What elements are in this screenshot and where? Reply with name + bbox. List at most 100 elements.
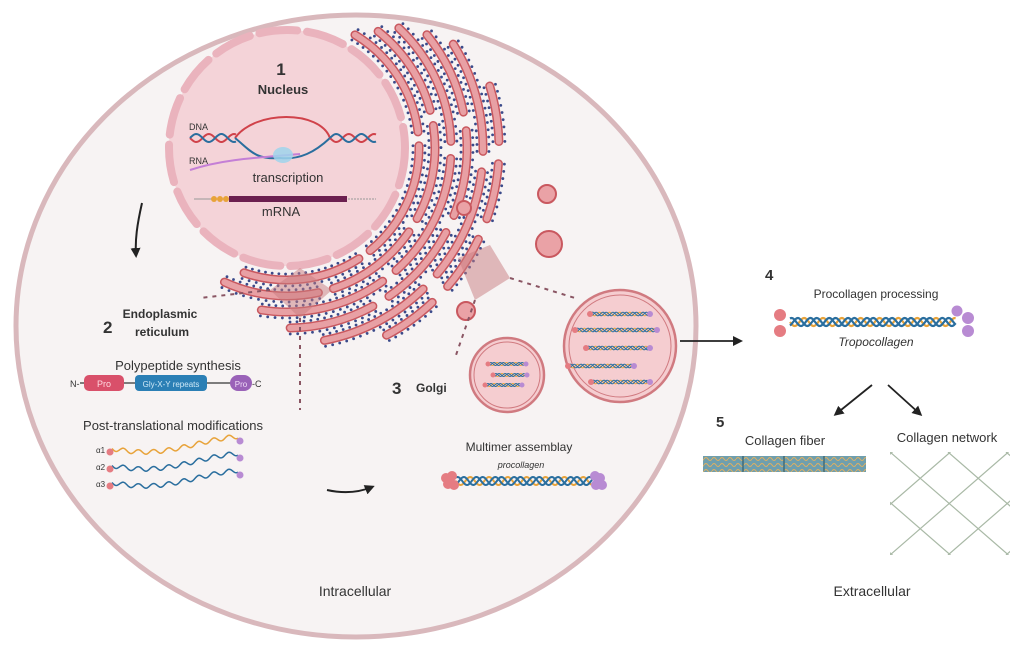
ribosome (367, 318, 371, 321)
ribosome (496, 89, 499, 93)
ribosome (378, 39, 382, 43)
arrow-nucleus-to-er (130, 202, 143, 258)
ribosome (345, 339, 349, 343)
ribosome (371, 54, 375, 58)
ribosome (407, 240, 411, 243)
ribosome (464, 95, 468, 98)
ribosome (473, 71, 477, 75)
ribosome (423, 158, 426, 162)
ribosome (453, 67, 457, 71)
ribosome (415, 301, 418, 305)
ribosome (453, 117, 456, 121)
arrow-er-to-golgi (326, 485, 375, 495)
ribosome (405, 250, 408, 253)
ribosome (457, 228, 460, 232)
ribosome (434, 184, 438, 188)
ribosome (436, 60, 440, 63)
ribosome (414, 194, 418, 198)
ribosome (398, 232, 402, 236)
ribosome (434, 93, 438, 97)
ribosome (439, 146, 443, 149)
ribosome (432, 191, 436, 195)
rna-label: RNA (189, 156, 208, 166)
ribosome (423, 78, 427, 82)
ribosome (453, 192, 457, 195)
ribosome (396, 86, 400, 90)
ribosome (438, 130, 442, 134)
ribosome (418, 96, 422, 100)
ribosome (431, 268, 434, 272)
ribosome (459, 136, 463, 140)
ribosome (437, 123, 441, 126)
ribosome (455, 157, 459, 161)
ribosome (321, 333, 325, 336)
ribosome (410, 131, 414, 135)
ribosome (402, 46, 406, 50)
ribosome (430, 29, 433, 33)
ribosome (288, 320, 292, 324)
ribosome (406, 27, 410, 31)
ribosome (423, 246, 427, 250)
ribosome (427, 146, 431, 150)
ribosome (421, 188, 425, 192)
ribosome (402, 296, 405, 300)
ribosome (471, 151, 475, 154)
ribosome (448, 193, 452, 197)
ribosome (413, 239, 417, 243)
ribosome (377, 274, 381, 278)
ribosome (247, 279, 251, 283)
ribosome (450, 288, 454, 292)
ribosome (489, 119, 493, 123)
ribosome (408, 286, 412, 289)
ribosome (330, 264, 334, 268)
ribosome (379, 311, 383, 315)
ribosome (390, 304, 394, 308)
ribosome (372, 278, 375, 282)
gly-x-y-repeats (135, 375, 207, 391)
ribosome (242, 294, 245, 298)
ribosome (390, 56, 394, 60)
ribosome (416, 65, 420, 68)
ribosome (418, 252, 422, 256)
ribosome (462, 216, 466, 219)
ribosome (443, 47, 446, 51)
ribosome (250, 267, 254, 271)
ribosome (501, 177, 505, 180)
ribosome (411, 151, 415, 154)
ribosome (378, 249, 381, 252)
ribosome (409, 306, 413, 309)
ribosome (440, 177, 444, 180)
ribosome (428, 246, 432, 249)
ribosome (491, 140, 495, 144)
ribosome (342, 258, 346, 262)
ribosome (417, 233, 421, 237)
ribosome (433, 203, 436, 207)
ribosome (334, 275, 338, 279)
ribosome (409, 77, 413, 81)
ribosome (348, 255, 352, 259)
ribosome (394, 62, 398, 66)
ribosome (380, 25, 384, 29)
ribosome (392, 35, 395, 39)
ribosome (419, 194, 422, 198)
ribosome (443, 252, 447, 256)
ribosome (459, 143, 463, 147)
collagen-fiber-icon (703, 456, 866, 472)
ribosome (445, 78, 449, 82)
ribosome (328, 298, 332, 302)
ribosome (455, 185, 459, 189)
ribosome (415, 56, 419, 60)
ribosome (425, 124, 429, 128)
ribosome (360, 321, 364, 324)
ribosome (500, 184, 504, 188)
ribosome (262, 282, 265, 286)
ribosome (435, 234, 439, 238)
extracellular-label: Extracellular (833, 583, 910, 599)
c-propeptide (230, 375, 252, 391)
ribosome (398, 202, 402, 206)
ribosome (370, 240, 373, 243)
transcription-bubble-icon (189, 116, 331, 171)
ribosome (420, 296, 424, 300)
ribosome (415, 90, 419, 94)
ribosome (439, 257, 443, 261)
